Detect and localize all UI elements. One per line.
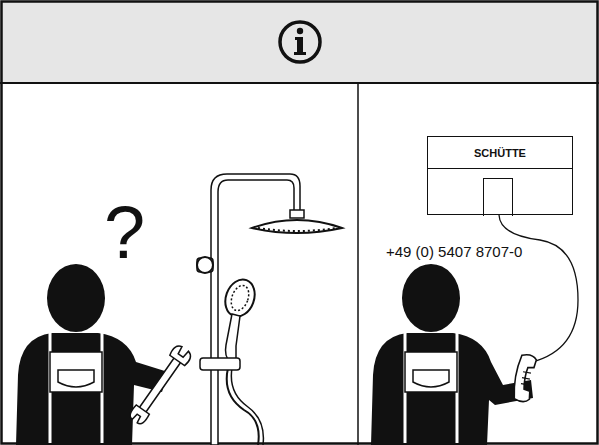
question-mark: ? (104, 196, 145, 270)
telephone-handset (512, 353, 537, 403)
company-name: SCHÜTTE (428, 137, 572, 169)
header-band (0, 0, 599, 83)
phone-cord (499, 215, 578, 362)
right-worker (371, 264, 533, 445)
wrench (127, 343, 194, 426)
header-rule (0, 82, 599, 84)
building-box: SCHÜTTE (427, 136, 573, 215)
panel-divider (357, 83, 359, 445)
phone-number: +49 (0) 5407 8707-0 (386, 244, 522, 259)
door-window (483, 178, 513, 216)
info-icon (280, 22, 320, 62)
left-worker (16, 264, 168, 445)
shower-system (197, 174, 342, 445)
